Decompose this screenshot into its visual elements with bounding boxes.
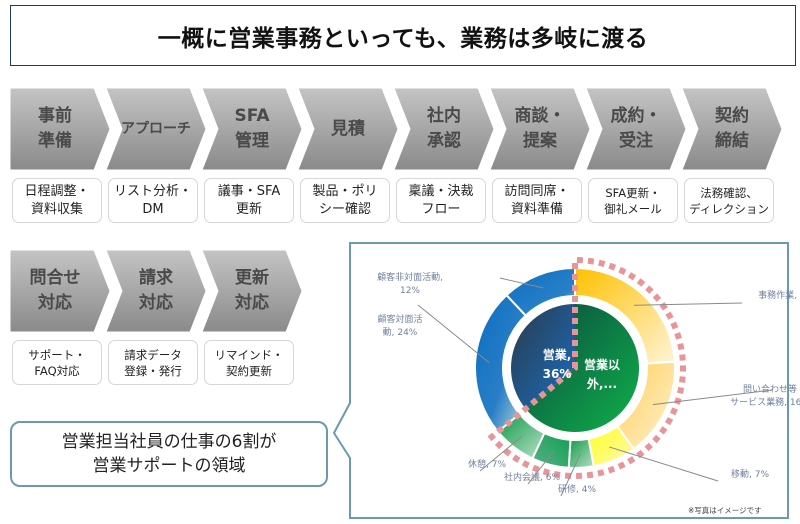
process-step-detail: 議事・SFA 更新: [204, 178, 294, 223]
inner-label-other: 営業以 外,...: [583, 358, 620, 391]
process-step-detail: サポート・ FAQ対応: [12, 340, 102, 385]
page-title: 一概に営業事務といっても、業務は多岐に渡る: [157, 25, 649, 52]
process-step-label: 契約 締結: [715, 106, 749, 151]
leader-line: [527, 450, 555, 485]
leader-line: [652, 389, 773, 406]
chevron-shape: [585, 87, 687, 171]
process-step-label: 見積: [331, 118, 365, 139]
process-step-chevron: 問合せ 対応: [9, 249, 111, 333]
process-step-label: 更新 対応: [235, 268, 269, 313]
process-step-detail: 訪問同席・ 資料準備: [492, 178, 582, 223]
process-step-label: 問合せ 対応: [29, 268, 81, 313]
chevron-shape: [105, 87, 207, 171]
process-step-chevron: アプローチ: [105, 87, 207, 171]
outer-slice-label: 休憩, 7%: [468, 460, 506, 470]
chevron-shape: [201, 87, 303, 171]
outer-slice-3: [567, 437, 595, 469]
chevron-shape: [105, 249, 207, 333]
inner-slice-other: [525, 304, 639, 432]
chevron-shape: [9, 87, 111, 171]
process-step-chevron: 事前 準備: [9, 87, 111, 171]
process-step-chevron: 社内 承認: [393, 87, 495, 171]
process-step-chevron: 商談・ 提案: [489, 87, 591, 171]
process-step-label: 請求 対応: [139, 268, 173, 313]
chevron-shape: [201, 249, 303, 333]
outer-slice-label: 事務作業, 24%: [758, 291, 800, 301]
leader-line: [499, 277, 544, 289]
outer-slice-label: 問い合わせ等 サービス業務, 16%: [730, 385, 800, 408]
process-step-chevron: 成約・ 受注: [585, 87, 687, 171]
inner-label-sales: 営業, 36%: [542, 348, 572, 381]
process-step-label: 商談・ 提案: [514, 106, 566, 151]
leader-line: [479, 435, 523, 472]
outer-slice-label: 顧客非対面活動, 12%: [377, 273, 443, 296]
process-step-label: 事前 準備: [38, 106, 72, 151]
process-step-detail: 請求データ 登録・発行: [108, 340, 198, 385]
process-step-chevron: 見積: [297, 87, 399, 171]
process-step-detail: リスト分析・ DM: [108, 178, 198, 223]
callout-box: 営業担当社員の仕事の6割が 営業サポートの領域: [10, 421, 328, 487]
leader-line: [560, 453, 581, 497]
chevron-shape: [681, 87, 783, 171]
chevron-shape: [297, 87, 399, 171]
chart-svg: [332, 242, 789, 519]
leader-line: [633, 302, 743, 306]
outer-slice-label: 顧客対面活 動, 24%: [377, 315, 423, 338]
image-note: ※写真はイメージです: [688, 506, 762, 515]
chevron-shape: [393, 87, 495, 171]
process-step-detail: 法務確認、 ディレクション: [684, 178, 774, 223]
outer-slice-label: 研修, 4%: [558, 485, 596, 495]
process-step-detail: 日程調整・ 資料収集: [12, 178, 102, 223]
highlight-dotted-outline: [487, 256, 686, 479]
process-step-chevron: SFA 管理: [201, 87, 303, 171]
chevron-shape: [9, 249, 111, 333]
inner-slice-sales: [511, 304, 575, 409]
process-step-detail: 製品・ポリ シー確認: [300, 178, 390, 223]
process-step-label: SFA 管理: [234, 106, 270, 151]
process-step-detail: SFA更新・ 御礼メール: [588, 178, 678, 223]
leader-line: [609, 446, 719, 482]
leader-line: [417, 304, 490, 363]
process-step-detail: 稟議・決裁 フロー: [396, 178, 486, 223]
process-step-label: アプローチ: [121, 120, 191, 137]
process-step-chevron: 契約 締結: [681, 87, 783, 171]
process-step-chevron: 更新 対応: [201, 249, 303, 333]
outer-slice-label: 社内会議, 6%: [504, 473, 560, 483]
process-step-label: 成約・ 受注: [610, 106, 662, 151]
title-box: 一概に営業事務といっても、業務は多岐に渡る: [10, 5, 796, 66]
process-step-label: 社内 承認: [427, 106, 461, 151]
chart-panel: 事務作業, 24% 問い合わせ等 サービス業務, 16% 移動, 7% 研修, 4% 社…: [330, 240, 800, 524]
chevron-shape: [489, 87, 591, 171]
outer-slice-label: 移動, 7%: [731, 470, 769, 480]
process-step-chevron: 請求 対応: [105, 249, 207, 333]
process-step-detail: リマインド・ 契約更新: [204, 340, 294, 385]
